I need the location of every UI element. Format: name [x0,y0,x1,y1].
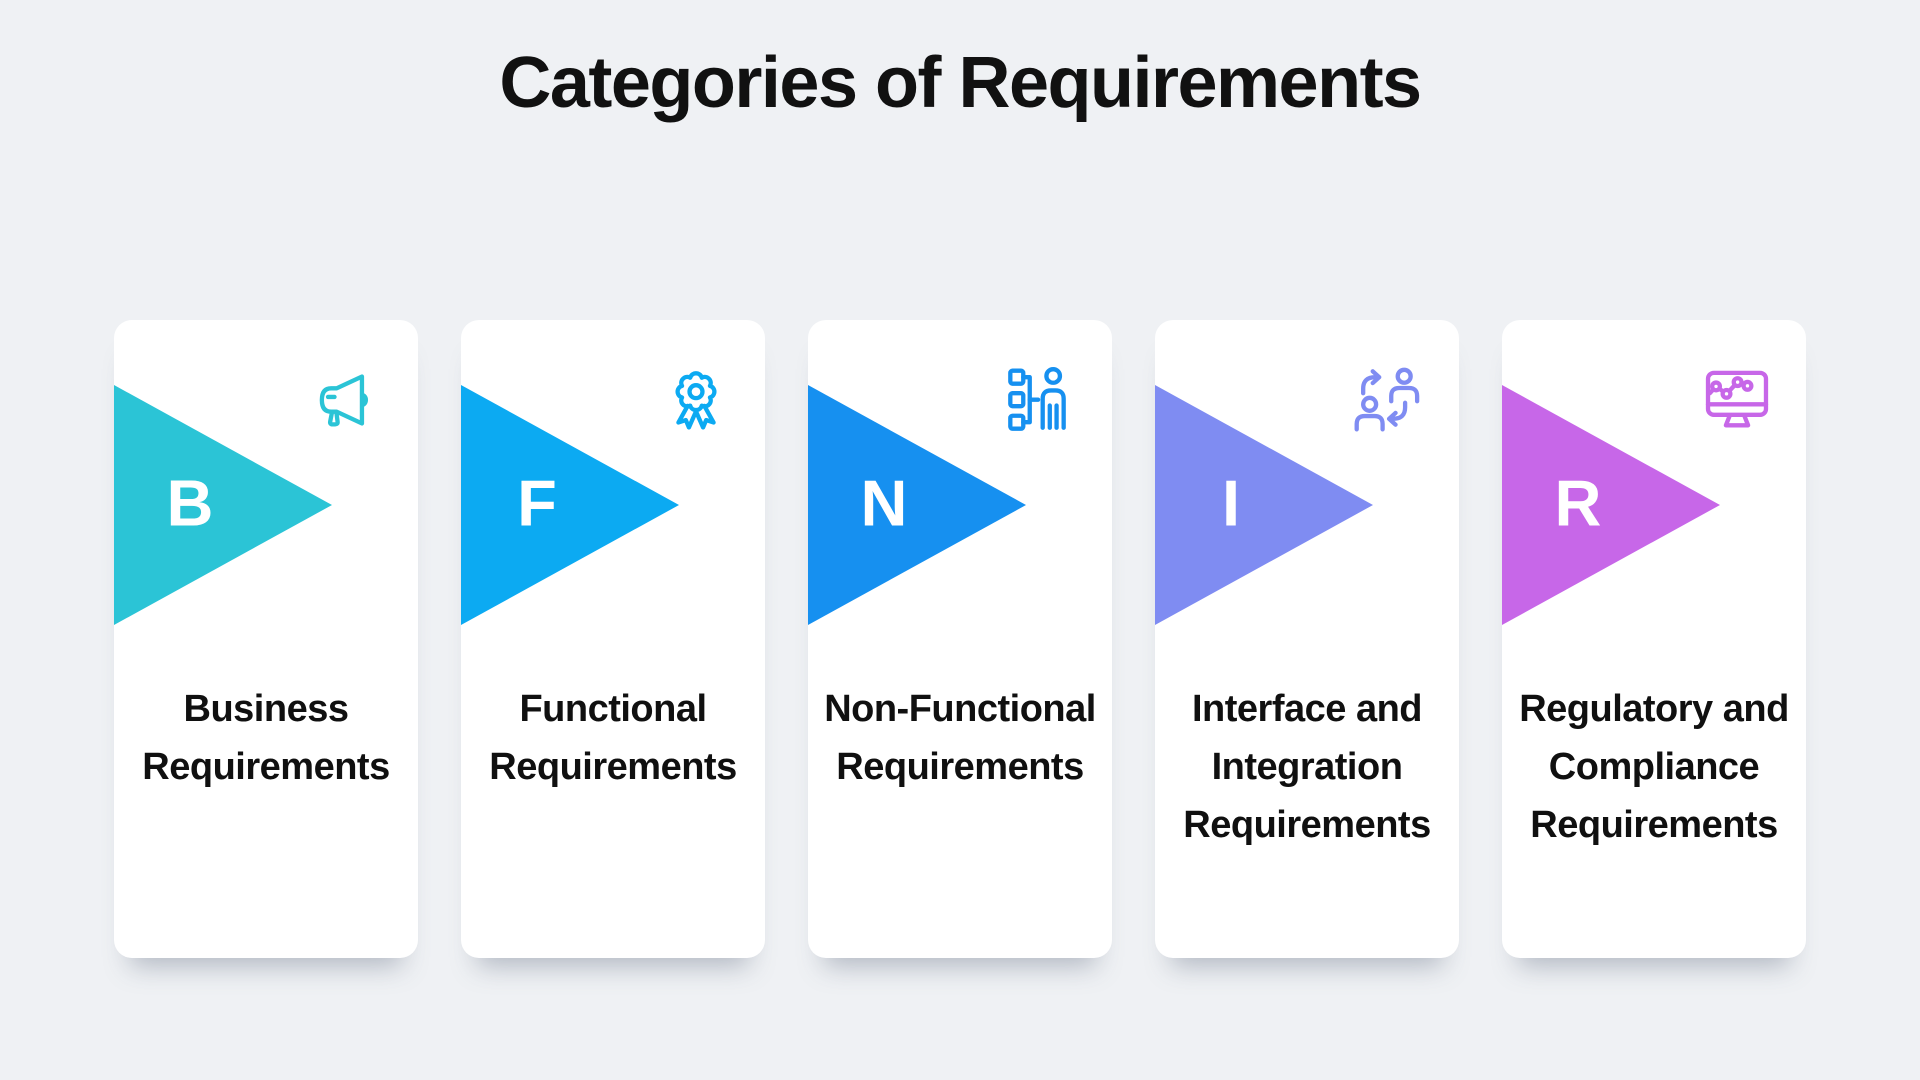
letter-triangle: I [1155,385,1373,625]
letter-triangle: B [114,385,332,625]
letter-triangle: R [1502,385,1720,625]
letter-triangle: F [461,385,679,625]
people-exchange-icon [1352,363,1428,437]
page-title: Categories of Requirements [499,43,1422,123]
award-ribbon-icon [658,363,734,437]
org-chart-person-icon [1005,363,1081,437]
category-letter: R [1554,466,1602,540]
letter-triangle: N [808,385,1026,625]
monitor-chart-icon [1699,363,1775,437]
megaphone-icon [311,363,387,437]
category-letter: F [517,466,557,540]
category-letter: N [860,466,908,540]
category-letter: B [166,466,214,540]
category-letter: I [1221,466,1241,540]
